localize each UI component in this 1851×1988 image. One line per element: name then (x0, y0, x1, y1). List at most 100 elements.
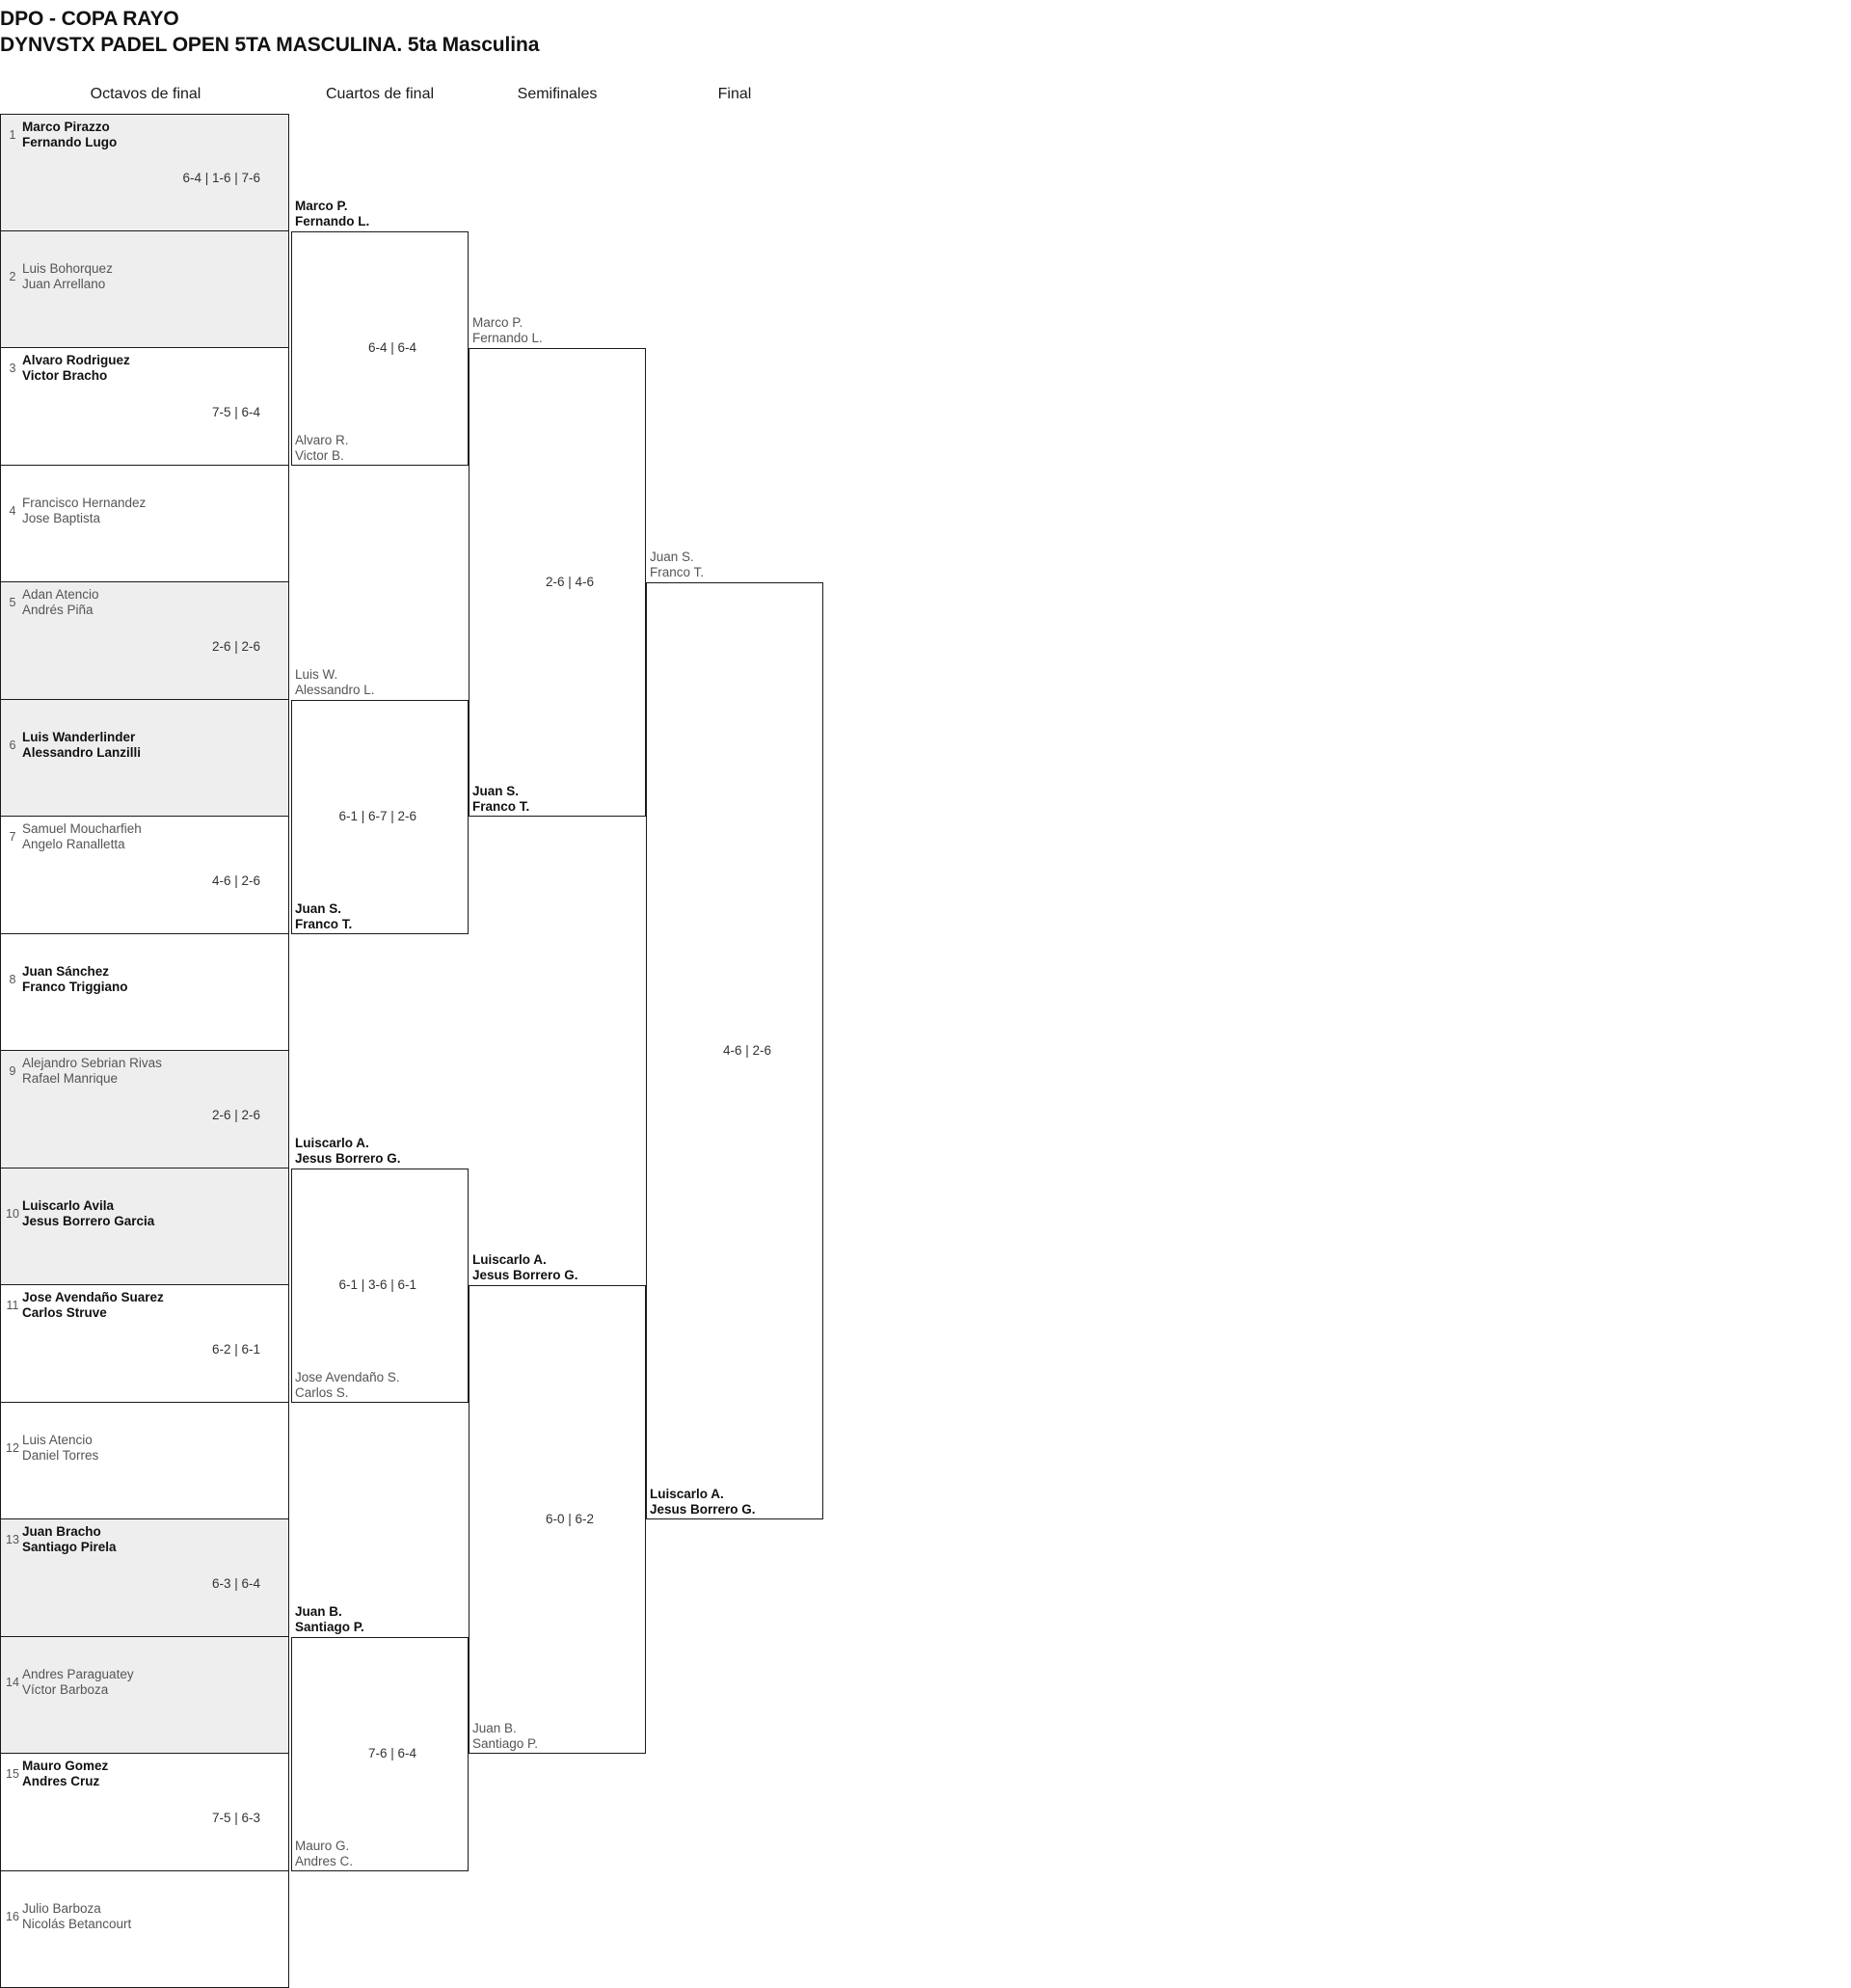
seed-7-team-player-2: Angelo Ranalletta (22, 837, 282, 852)
r2-match-4-bottom-team: Mauro G.Andres C. (295, 1839, 353, 1869)
match-score-r1-1: 6-4 | 1-6 | 7-6 (0, 171, 260, 186)
match-score-r1-4: 4-6 | 2-6 (0, 873, 260, 889)
r3-match-1-bottom-team-player-2: Franco T. (472, 799, 529, 815)
r3-match-2-top-team-player-1: Luiscarlo A. (472, 1252, 578, 1268)
seed-2-team-player-2: Juan Arrellano (22, 277, 282, 292)
r2-match-2-bottom-team: Juan S.Franco T. (295, 901, 352, 932)
seed-5-team-player-1: Adan Atencio (22, 587, 282, 603)
seed-5-team-player-2: Andrés Piña (22, 603, 282, 618)
seed-1-team-player-2: Fernando Lugo (22, 135, 282, 150)
r3-match-1-top-team: Marco P.Fernando L. (472, 315, 543, 346)
seed-number-12: 12 (5, 1441, 20, 1455)
seed-11-team-player-1: Jose Avendaño Suarez (22, 1290, 282, 1305)
seed-number-7: 7 (5, 830, 20, 844)
r2-match-2-bottom-team-player-1: Juan S. (295, 901, 352, 917)
r4-match-1-top-team-player-1: Juan S. (650, 550, 704, 565)
match-score-r3-2: 6-0 | 6-2 (469, 1512, 594, 1527)
seed-number-14: 14 (5, 1676, 20, 1689)
seed-number-1: 1 (5, 128, 20, 142)
seed-number-10: 10 (5, 1207, 20, 1221)
seed-number-15: 15 (5, 1767, 20, 1781)
seed-16-team-player-1: Julio Barboza (22, 1901, 282, 1917)
r2-match-4-top-team-player-1: Juan B. (295, 1604, 364, 1620)
r2-match-3-bottom-team: Jose Avendaño S.Carlos S. (295, 1370, 400, 1401)
r2-match-2-top-team-player-2: Alessandro L. (295, 683, 375, 698)
r3-match-1-bottom-team-player-1: Juan S. (472, 784, 529, 799)
r4-match-1-bottom-team-player-2: Jesus Borrero G. (650, 1502, 756, 1518)
r3-match-1-top-team-player-2: Fernando L. (472, 331, 543, 346)
r3-match-2-top-team: Luiscarlo A.Jesus Borrero G. (472, 1252, 578, 1283)
r3-match-2-top-team-player-2: Jesus Borrero G. (472, 1268, 578, 1283)
seed-4-team-player-2: Jose Baptista (22, 511, 282, 526)
seed-12-team-player-2: Daniel Torres (22, 1448, 282, 1464)
seed-9-team-player-2: Rafael Manrique (22, 1071, 282, 1087)
r2-match-3-bottom-team-player-2: Carlos S. (295, 1385, 400, 1401)
r2-match-3-bottom-team-player-1: Jose Avendaño S. (295, 1370, 400, 1385)
seed-13-team-player-2: Santiago Pirela (22, 1540, 282, 1555)
r2-match-1-top-team: Marco P.Fernando L. (295, 199, 369, 229)
seed-14-team-player-2: Víctor Barboza (22, 1682, 282, 1698)
seed-6-team-player-2: Alessandro Lanzilli (22, 745, 282, 761)
seed-13-team-player-1: Juan Bracho (22, 1524, 282, 1540)
seed-8-team-player-1: Juan Sánchez (22, 964, 282, 980)
seed-10-team-player-1: Luiscarlo Avila (22, 1198, 282, 1214)
r2-match-4-top-team: Juan B.Santiago P. (295, 1604, 364, 1635)
seed-9-team-player-1: Alejandro Sebrian Rivas (22, 1056, 282, 1071)
r2-match-1-top-team-player-1: Marco P. (295, 199, 369, 214)
r4-match-1-top-team-player-2: Franco T. (650, 565, 704, 580)
r3-match-1-top-team-player-1: Marco P. (472, 315, 543, 331)
seed-2-team-player-1: Luis Bohorquez (22, 261, 282, 277)
seed-number-13: 13 (5, 1533, 20, 1546)
seed-3-team-player-1: Alvaro Rodriguez (22, 353, 282, 368)
r2-match-1-bottom-team: Alvaro R.Victor B. (295, 433, 349, 464)
r2-match-2-top-team-player-1: Luis W. (295, 667, 375, 683)
r2-match-2-bottom-team-player-2: Franco T. (295, 917, 352, 932)
match-score-r2-3: 6-1 | 3-6 | 6-1 (291, 1277, 416, 1293)
seed-number-5: 5 (5, 596, 20, 609)
seed-16-team-player-2: Nicolás Betancourt (22, 1917, 282, 1932)
seed-4-team-player-1: Francisco Hernandez (22, 496, 282, 511)
seed-6-team-player-1: Luis Wanderlinder (22, 730, 282, 745)
r4-match-1-bottom-team: Luiscarlo A.Jesus Borrero G. (650, 1487, 756, 1518)
r2-match-3-top-team-player-1: Luiscarlo A. (295, 1136, 401, 1151)
r2-match-4-top-team-player-2: Santiago P. (295, 1620, 364, 1635)
seed-number-11: 11 (5, 1299, 20, 1312)
match-score-r4-1: 4-6 | 2-6 (646, 1043, 771, 1059)
seed-number-3: 3 (5, 362, 20, 375)
seed-15-team-player-1: Mauro Gomez (22, 1759, 282, 1774)
seed-15-team-player-2: Andres Cruz (22, 1774, 282, 1789)
seed-3-team-player-2: Victor Bracho (22, 368, 282, 384)
seed-number-9: 9 (5, 1064, 20, 1078)
r2-match-1-bottom-team-player-1: Alvaro R. (295, 433, 349, 448)
seed-14-team-player-1: Andres Paraguatey (22, 1667, 282, 1682)
r4-match-1-top-team: Juan S.Franco T. (650, 550, 704, 580)
r4-match-1-bottom-team-player-1: Luiscarlo A. (650, 1487, 756, 1502)
match-score-r3-1: 2-6 | 4-6 (469, 575, 594, 590)
seed-1-team-player-1: Marco Pirazzo (22, 120, 282, 135)
seed-number-4: 4 (5, 504, 20, 518)
match-score-r1-8: 7-5 | 6-3 (0, 1811, 260, 1826)
